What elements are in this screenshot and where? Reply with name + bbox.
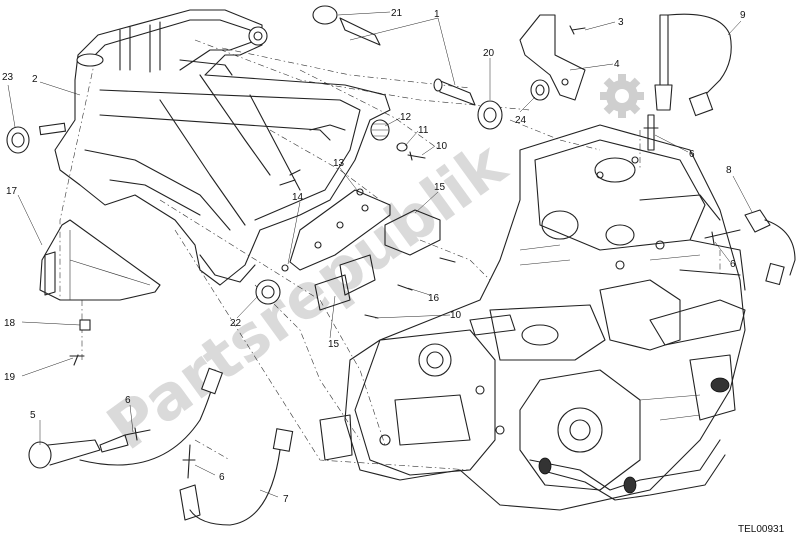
callout-14: 14 (292, 192, 304, 203)
part-12-spacer (370, 119, 390, 141)
callout-13: 13 (333, 158, 345, 169)
leader-lines (7, 11, 753, 498)
engine-part (319, 124, 746, 511)
frame-part (38, 9, 391, 286)
callout-21: 21 (391, 8, 403, 19)
part-5-lead (28, 367, 224, 469)
callout-17: 17 (6, 186, 18, 197)
drawing-code: TEL00931 (738, 524, 785, 535)
callout-12: 12 (400, 112, 412, 123)
callout-24: 24 (515, 115, 527, 126)
callout-8: 8 (726, 165, 732, 176)
callout-10-lower: 10 (450, 310, 462, 321)
callout-11: 11 (418, 125, 429, 136)
part-16-screw (364, 257, 456, 319)
part-11-washer (396, 142, 408, 152)
part-4-bracket (519, 14, 586, 101)
callout-15-lower: 15 (328, 339, 340, 350)
part-10-screw (407, 151, 426, 161)
callout-4: 4 (614, 59, 620, 70)
callout-3: 3 (618, 17, 624, 28)
callout-7: 7 (283, 494, 289, 505)
callout-5: 5 (30, 410, 36, 421)
part-17-cover (39, 219, 161, 301)
watermark-gear-icon (600, 74, 644, 118)
part-24-damper (530, 79, 550, 101)
part-21-bushing (312, 5, 381, 46)
callout-18: 18 (4, 318, 16, 329)
callout-6-right: 6 (730, 259, 736, 270)
callout-1: 1 (434, 9, 440, 20)
part-6-spark-plug-right (704, 229, 741, 245)
callout-15-upper: 15 (434, 182, 446, 193)
part-15-module (314, 209, 441, 311)
part-6-spark-plug-left (124, 427, 151, 441)
part-3-screw (569, 25, 586, 35)
callout-19: 19 (4, 372, 16, 383)
part-14-screw (281, 188, 364, 272)
part-23 (6, 126, 30, 154)
part-6-spark-plug-top (643, 114, 659, 151)
callout-2: 2 (32, 74, 38, 85)
part-22-damper (255, 279, 281, 305)
callout-16: 16 (428, 293, 440, 304)
part-13-bracket (289, 189, 391, 271)
callout-6-top: 6 (689, 149, 695, 160)
part-6-spark-plug-lower (182, 444, 196, 479)
callout-22: 22 (230, 318, 242, 329)
part-19-pin (69, 354, 85, 366)
callout-20: 20 (483, 48, 495, 59)
part-18-grommet (79, 319, 91, 331)
callout-6-lower: 6 (219, 472, 225, 483)
callout-23: 23 (2, 72, 14, 83)
part-8-coil (744, 209, 796, 286)
part-9-sensor (654, 13, 732, 117)
part-20-damper (477, 100, 503, 130)
part-7-lead (179, 428, 294, 526)
callout-10-upper: 10 (436, 141, 448, 152)
part-1-bolt (433, 78, 476, 106)
callouts: 1 2 3 4 5 6 6 6 6 7 8 9 10 10 11 12 13 1… (2, 8, 746, 505)
callout-6-left: 6 (125, 395, 131, 406)
callout-9: 9 (740, 10, 746, 21)
svg-text:Partsrepublik: Partsrepublik (94, 127, 520, 465)
watermark-logo: Partsrepublik (94, 74, 644, 464)
